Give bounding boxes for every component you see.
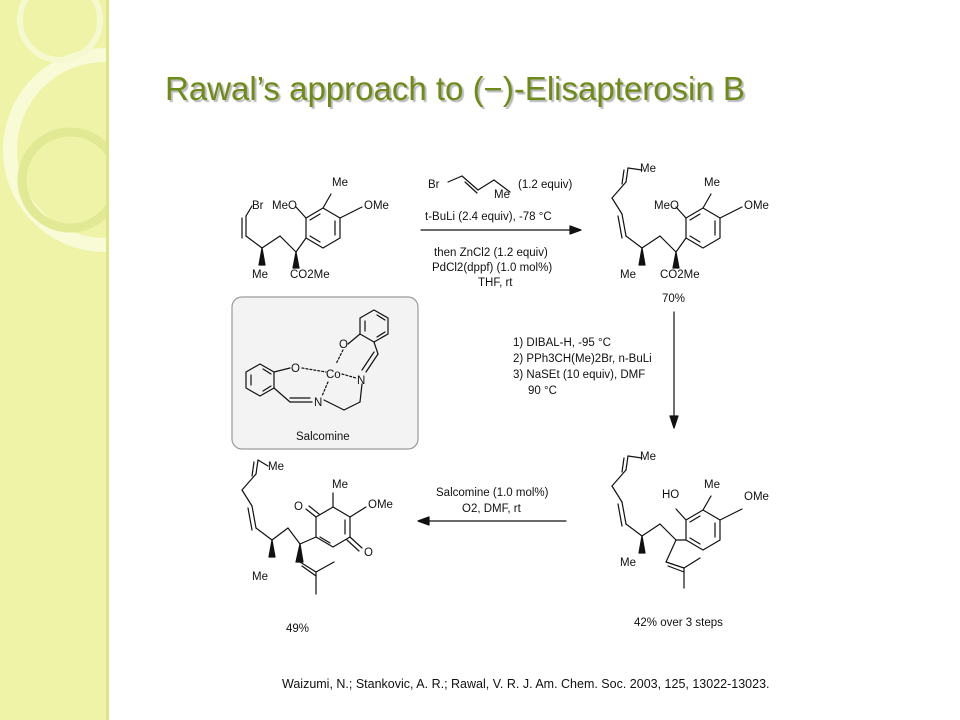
p1-ester-label: CO2Me: [660, 269, 700, 281]
p1-yield: 70%: [662, 293, 685, 305]
reagent-br-label: Br: [428, 179, 440, 191]
citation: Waizumi, N.; Stankovic, A. R.; Rawal, V.…: [282, 677, 770, 691]
product-3-quinone: [241, 459, 367, 595]
step3-condition-1: Salcomine (1.0 mol%): [436, 487, 549, 499]
p3-me-top-label: Me: [332, 479, 348, 491]
p1-ome-label: OMe: [744, 200, 769, 212]
arrow-head-3: [417, 516, 430, 526]
step2-condition-2: 2) PPh3CH(Me)2Br, n-BuLi: [513, 353, 652, 365]
slide-title: Rawal’s approach to (−)-Elisapterosin B: [165, 70, 745, 107]
p2-ho-label: HO: [662, 489, 679, 501]
step2-condition-4: 90 °C: [528, 385, 557, 397]
p1-me-chain-label: Me: [640, 163, 656, 175]
salcomine-n-left: N: [314, 397, 322, 409]
step1-condition-1: t-BuLi (2.4 equiv), -78 °C: [425, 211, 552, 223]
sm-meo-label: MeO: [272, 200, 297, 212]
salcomine-o-left: O: [291, 363, 300, 375]
step1-condition-4: THF, rt: [478, 277, 513, 289]
p3-me-bottom-label: Me: [252, 571, 268, 583]
reagent-equiv-label: (1.2 equiv): [518, 179, 573, 191]
step1-condition-3: PdCl2(dppf) (1.0 mol%): [432, 262, 552, 274]
arrow-head-1: [569, 225, 582, 235]
p2-me-chain-label: Me: [640, 451, 656, 463]
p1-meo-label: MeO: [654, 200, 679, 212]
decorative-rings: [3, 0, 106, 252]
step1-condition-2: then ZnCl2 (1.2 equiv): [434, 247, 548, 259]
p2-me-bottom-label: Me: [620, 557, 636, 569]
reagent-me-label: Me: [494, 189, 510, 201]
p3-ome-label: OMe: [368, 499, 393, 511]
product-1: [611, 167, 743, 269]
product-2: [611, 455, 743, 589]
step3-condition-2: O2, DMF, rt: [462, 503, 522, 515]
salcomine-structure: [245, 309, 389, 411]
step2-condition-3: 3) NaSEt (10 equiv), DMF: [513, 369, 645, 381]
sm-ester-label: CO2Me: [290, 269, 330, 281]
p1-me-bottom-label: Me: [620, 269, 636, 281]
p2-ome-label: OMe: [744, 491, 769, 503]
p2-me-top-label: Me: [704, 479, 720, 491]
arrow-head-2: [669, 415, 679, 429]
p3-me-chain-label: Me: [268, 461, 284, 473]
salcomine-co-label: Co: [326, 369, 341, 381]
sidebar-edge: [106, 0, 109, 720]
p3-yield: 49%: [286, 623, 309, 635]
p1-me-top-label: Me: [704, 177, 720, 189]
bromopropene-reagent: [447, 175, 511, 194]
sm-me-top-label: Me: [332, 177, 348, 189]
salcomine-label: Salcomine: [296, 431, 350, 443]
salcomine-n-right: N: [357, 375, 365, 387]
p2-yield: 42% over 3 steps: [634, 617, 723, 629]
salcomine-o-top: O: [339, 339, 348, 351]
step2-condition-1: 1) DIBAL-H, -95 °C: [513, 337, 611, 349]
sm-ome-label: OMe: [364, 200, 389, 212]
sm-me-bottom-label: Me: [252, 269, 268, 281]
sm-br-label: Br: [252, 200, 264, 212]
p3-o-left-label: O: [294, 501, 303, 513]
p3-o-right-label: O: [364, 547, 373, 559]
starting-material: [241, 193, 363, 269]
decorative-sidebar: [0, 0, 106, 720]
